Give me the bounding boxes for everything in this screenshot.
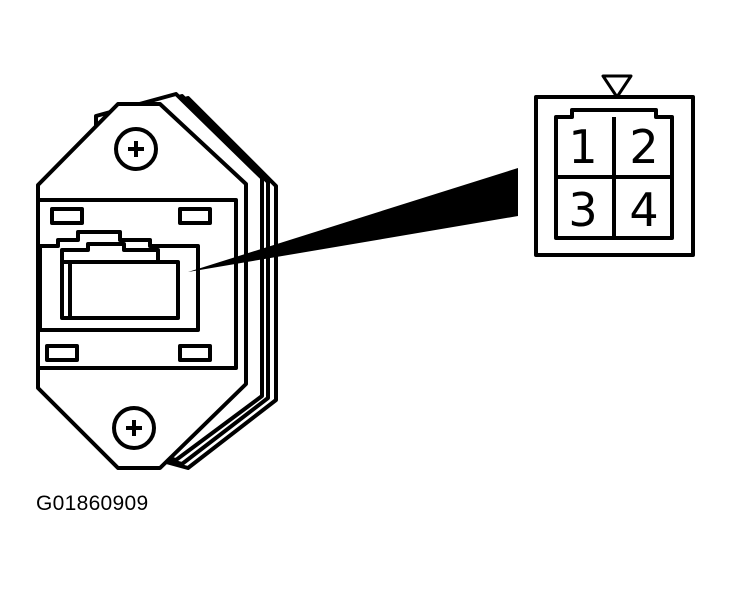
upper-screw xyxy=(114,127,158,171)
connector-plug xyxy=(38,230,200,332)
pin-label-1: 1 xyxy=(568,120,597,174)
pin-label-4: 4 xyxy=(629,183,658,237)
orientation-triangle-icon xyxy=(601,74,633,99)
figure-id: G01860909 xyxy=(36,492,149,515)
callout-wedge xyxy=(188,168,518,272)
connector-face xyxy=(534,95,695,257)
pin-label-2: 2 xyxy=(629,120,658,174)
lower-screw xyxy=(112,406,156,450)
pin-label-3: 3 xyxy=(568,183,597,237)
